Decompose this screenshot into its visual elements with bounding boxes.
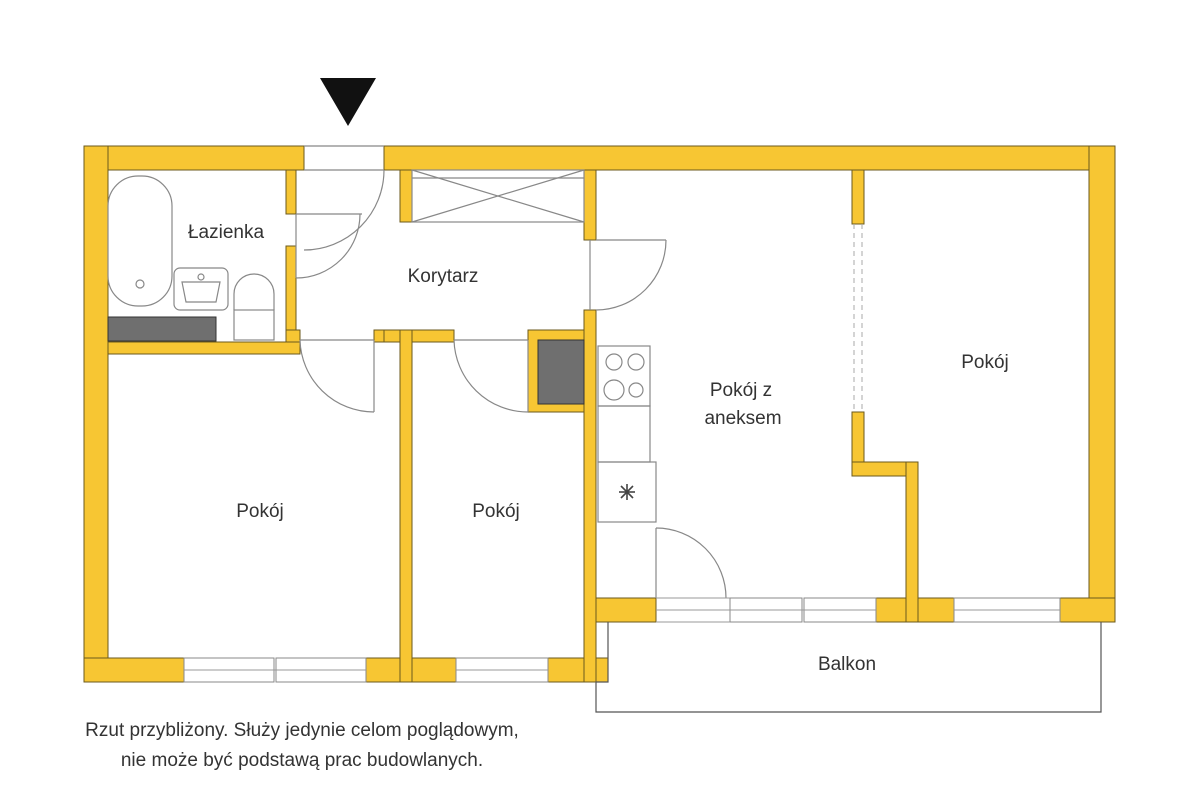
entrance-arrow-icon — [320, 78, 376, 126]
label-room-left: Pokój — [236, 501, 284, 522]
left-room-door — [299, 339, 375, 413]
kitchen-counter — [597, 345, 657, 523]
disclaimer-line-1: Rzut przybliżony. Służy jedynie celom po… — [85, 720, 519, 741]
label-living-line1: Pokój z — [710, 380, 772, 401]
window-panes — [184, 597, 1060, 671]
bathroom-cabinet — [107, 316, 217, 342]
ventilation-shaft — [537, 339, 585, 405]
entrance-door — [295, 145, 385, 279]
wardrobe — [411, 169, 585, 223]
glass-partition — [853, 224, 863, 412]
bathtub — [107, 175, 173, 307]
label-room-right: Pokój — [961, 352, 1009, 373]
label-corridor: Korytarz — [408, 266, 479, 287]
label-room-middle: Pokój — [472, 501, 520, 522]
living-door — [589, 239, 667, 311]
sink-drain-icon — [619, 484, 635, 500]
label-balcony: Balkon — [818, 654, 876, 675]
sink — [173, 267, 229, 311]
disclaimer: Rzut przybliżony. Służy jedynie celom po… — [0, 716, 604, 776]
disclaimer-line-2: nie może być podstawą prac budowlanych. — [120, 750, 484, 771]
balcony-door — [655, 527, 727, 599]
balcony-outline — [595, 622, 1102, 713]
cooktop — [603, 353, 645, 401]
label-living-line2: aneksem — [704, 408, 781, 429]
middle-room-door — [453, 339, 529, 413]
label-bathroom: Łazienka — [188, 222, 264, 243]
toilet — [233, 273, 275, 341]
